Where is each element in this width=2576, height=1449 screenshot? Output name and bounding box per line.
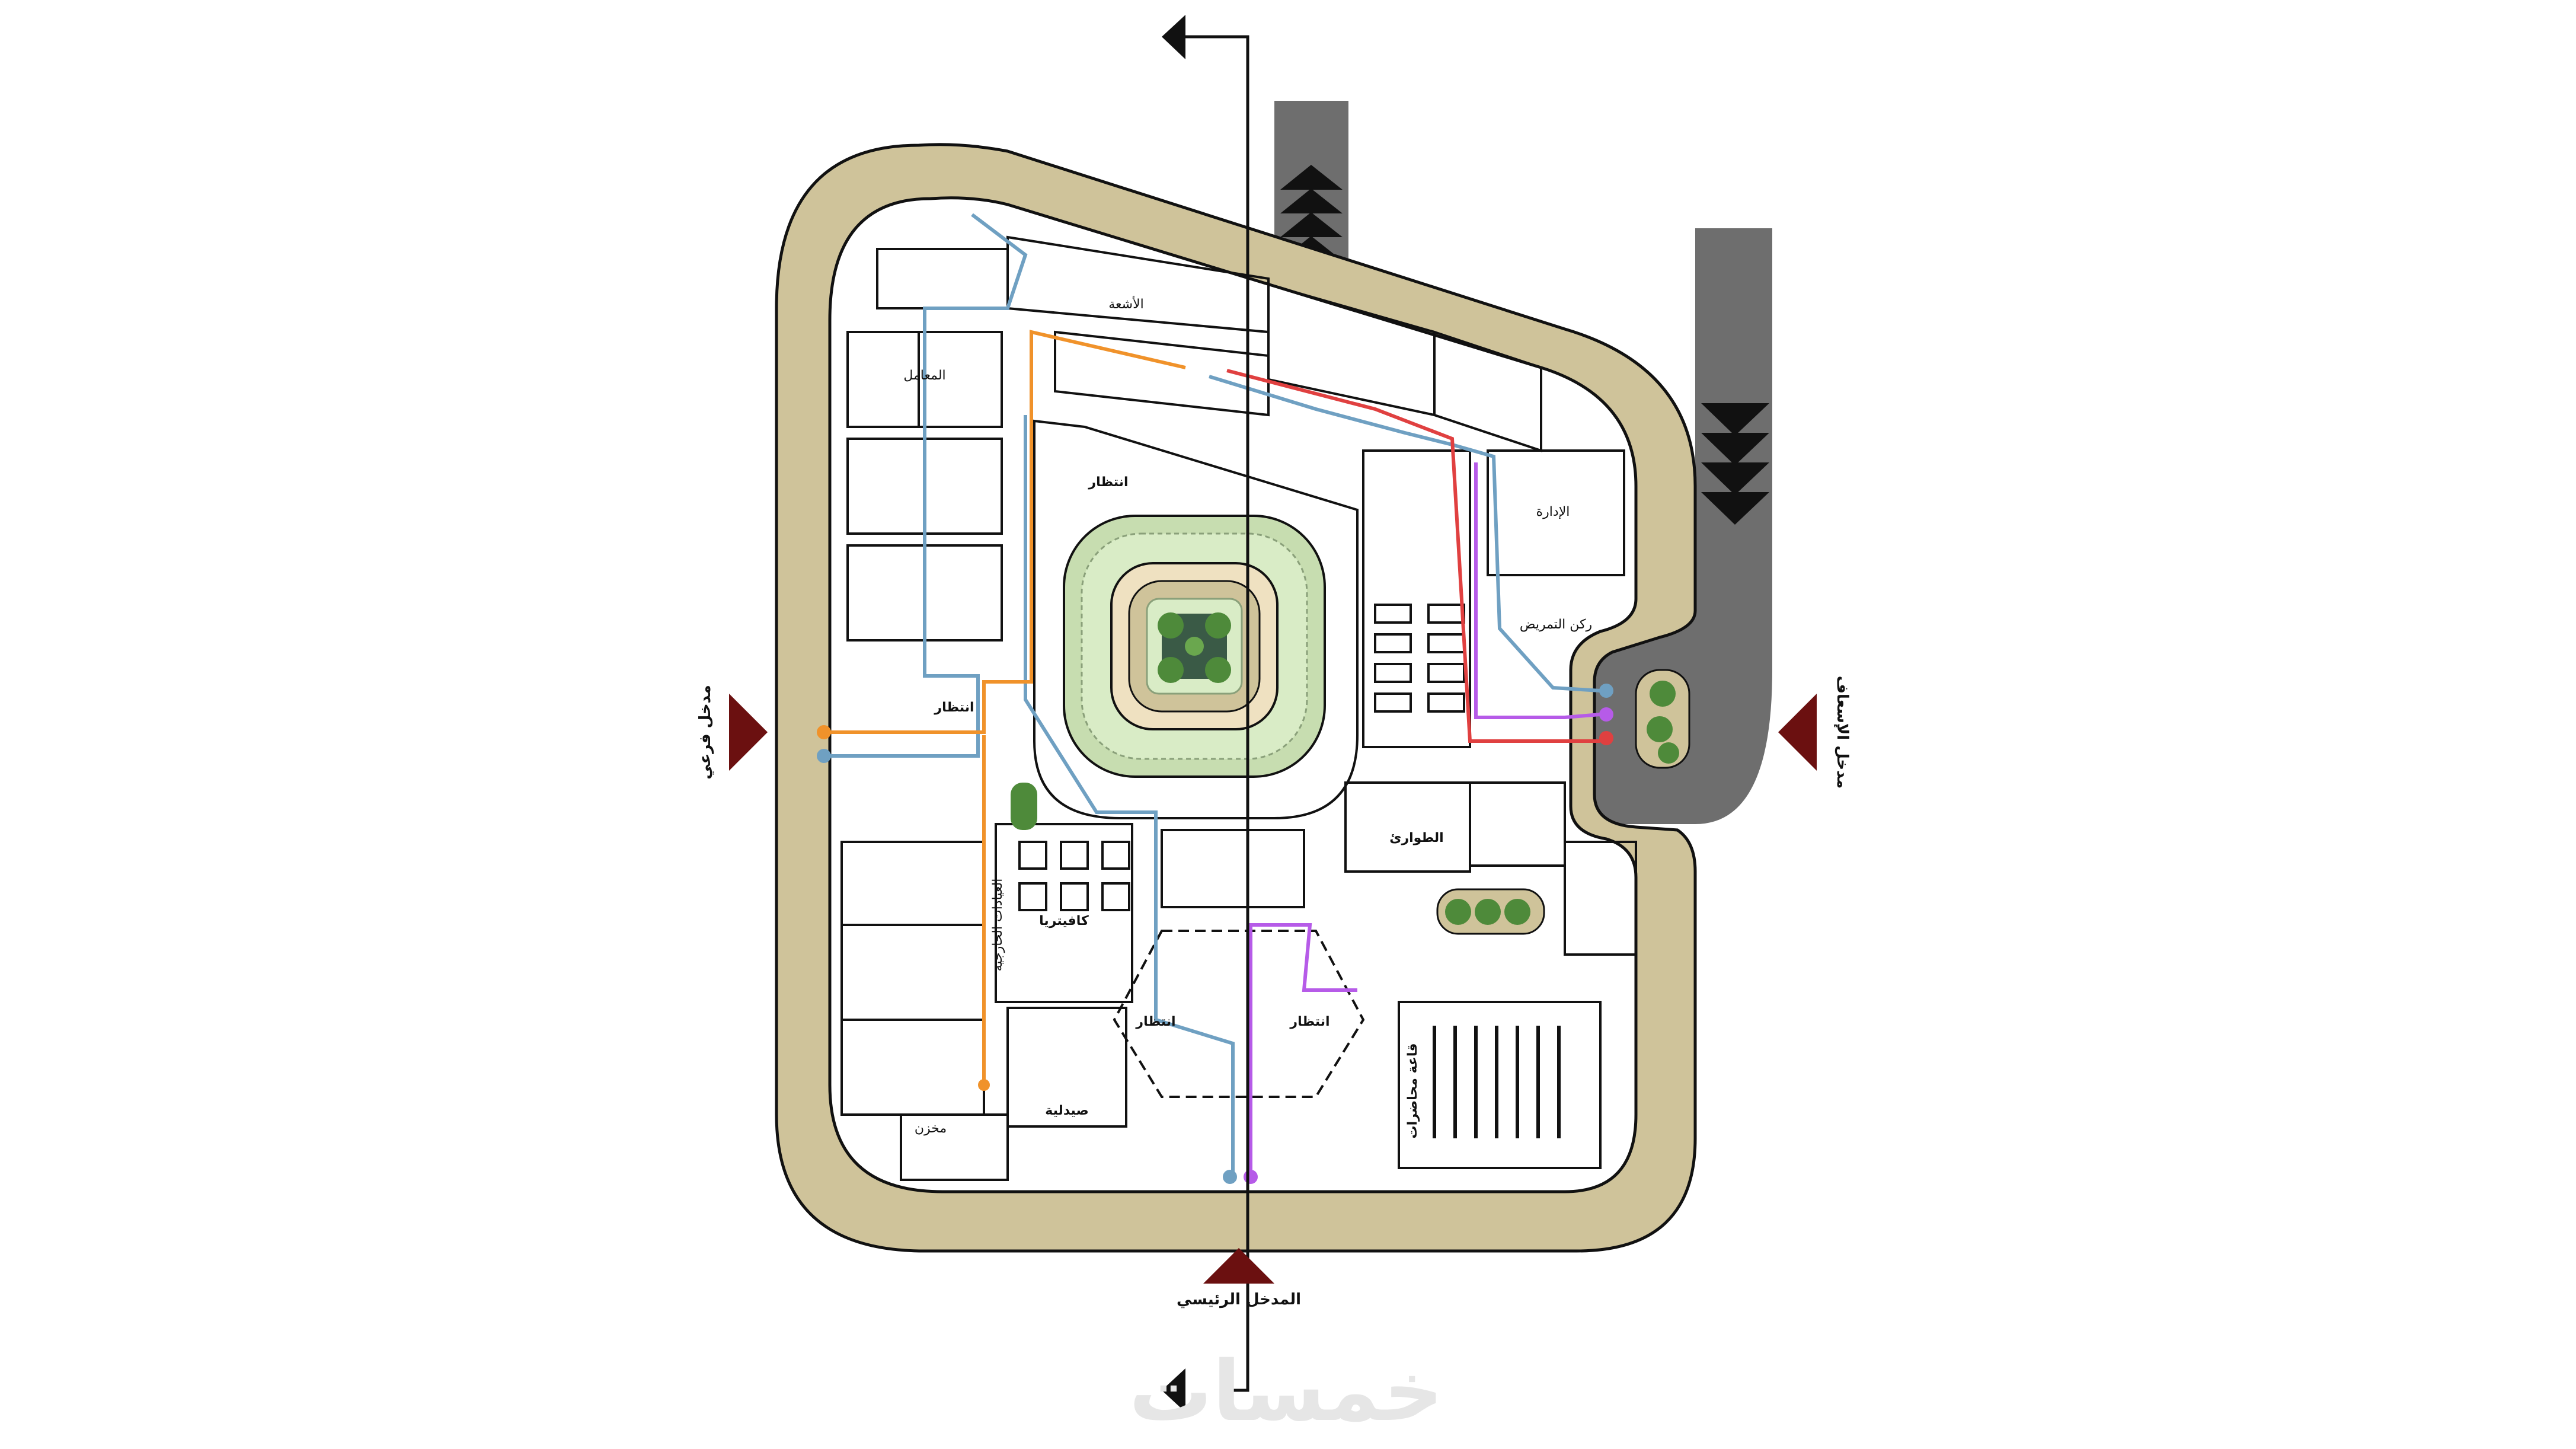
courtyard-boundary xyxy=(1033,419,1359,819)
nurse-station-label: ركن التمريض xyxy=(1520,617,1592,632)
waiting-bottom-right-label: انتظار xyxy=(1289,1014,1329,1029)
circulation-paths xyxy=(821,213,1601,1180)
lecture-hall-label: قاعة محاضرات xyxy=(1405,1043,1420,1138)
main-entrance-arrow xyxy=(1203,1248,1274,1284)
clinics-label: العيادات الخارجية xyxy=(990,879,1005,972)
cafeteria-tables xyxy=(1018,841,1130,911)
planters xyxy=(1011,669,1690,935)
path-purple xyxy=(1249,923,1357,1180)
emergency-label: الطوارئ xyxy=(1389,831,1443,845)
watermark: خمسات xyxy=(1129,1343,1443,1440)
section-line xyxy=(1162,15,1249,1412)
ambulance-entrance-arrow xyxy=(1778,694,1817,771)
lecture-seating xyxy=(1433,1026,1561,1138)
road-2-chevrons xyxy=(1701,403,1769,525)
cafeteria-label: كافيتريا xyxy=(1039,914,1089,928)
storage-label: مخزن xyxy=(915,1121,947,1136)
path-red xyxy=(1226,369,1600,743)
path-blue xyxy=(824,213,1028,758)
rooms xyxy=(840,235,1637,1181)
path-purple-2 xyxy=(1474,462,1601,719)
waiting-top-label: انتظار xyxy=(1088,475,1128,490)
ward-beds xyxy=(1374,604,1465,713)
main-entrance-label: المدخل الرئيسي xyxy=(1177,1291,1301,1308)
secondary-entrance-label: مدخل فرعي xyxy=(696,685,714,779)
ambulance-entrance-label: مدخل الإسعاف xyxy=(1833,676,1851,789)
path-blue-2 xyxy=(1024,415,1235,1177)
path-endpoints xyxy=(817,684,1613,1184)
section-arrow-bottom xyxy=(1162,1368,1185,1412)
path-blue-3 xyxy=(1209,375,1601,692)
secondary-entrance-arrow xyxy=(729,694,768,771)
waiting-left-label: انتظار xyxy=(934,700,974,715)
path-orange xyxy=(821,330,1186,734)
ambulance-road xyxy=(1580,228,1772,824)
pharmacy-label: صيدلية xyxy=(1045,1103,1089,1118)
radiology-label: الأشعة xyxy=(1108,296,1144,312)
administration-label: الإدارة xyxy=(1536,505,1570,519)
entrance-markers xyxy=(729,694,1817,1284)
central-courtyard xyxy=(1063,515,1326,778)
section-arrow-top xyxy=(1162,15,1185,59)
labs-label: المعامل xyxy=(903,368,945,383)
waiting-bottom-left-label: انتظار xyxy=(1135,1014,1175,1029)
